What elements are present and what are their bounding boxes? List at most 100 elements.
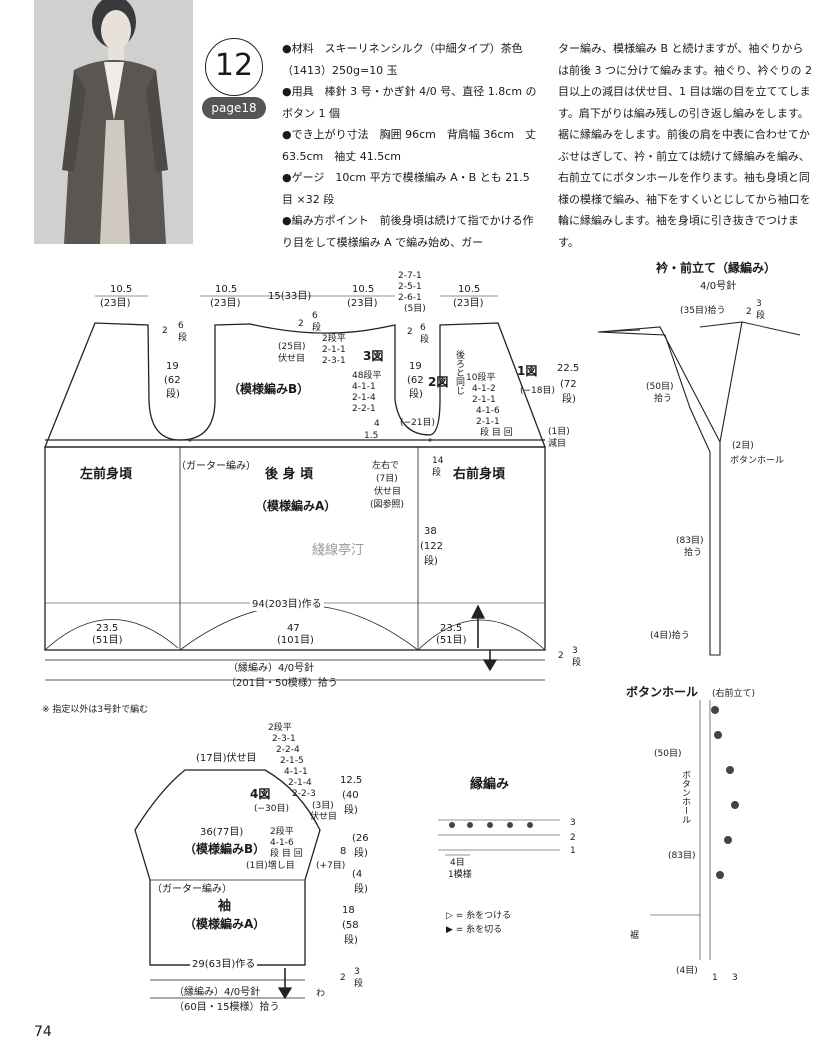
- bh-n4: 裾: [630, 931, 640, 941]
- sl-s5: (+7目): [316, 861, 346, 871]
- collar-n5: 拾う: [654, 394, 673, 404]
- sl-s2: 4-1-6: [270, 838, 294, 848]
- sl-h58-dan: 段): [344, 935, 358, 946]
- sleeve-width: 36(77目): [200, 827, 244, 838]
- gauge-line: ●ゲージ 10cm 平方で模様編み A・B とも 21.5 目 ×32 段: [282, 171, 530, 206]
- pattern-a-label: （模様編みA）: [255, 499, 337, 513]
- dim-top-5b: (23目): [453, 298, 484, 309]
- sl-c2: 2-3-1: [272, 734, 296, 744]
- sl-c5: 4-1-1: [284, 767, 308, 777]
- dim-top-1: 10.5: [110, 284, 133, 295]
- sl-h40: (40: [342, 790, 359, 801]
- arm-e1: 48段平: [352, 371, 382, 381]
- arm-f3: 2-1-1: [472, 395, 496, 405]
- collar-n4: (50目): [646, 382, 674, 392]
- sl-c1: 2段平: [268, 723, 292, 733]
- sleeve-title: 袖: [218, 899, 232, 914]
- num-dan-b: 段: [312, 323, 322, 333]
- collar-needle: 4/0号針: [700, 281, 737, 292]
- sl-h125: 12.5: [340, 775, 363, 786]
- sleeve-pattern-a: （模様編みA）: [184, 917, 266, 931]
- neck-d2: 2-1-1: [322, 345, 346, 355]
- num-6a: 6: [178, 321, 184, 331]
- collar-n6: (2目): [732, 441, 754, 451]
- one-st: (1目): [548, 427, 570, 437]
- bh-n6: 1: [712, 973, 718, 983]
- dim-top-4b: (23目): [347, 298, 378, 309]
- sl-h8: 8: [340, 846, 347, 857]
- cast-on-label: 94(203目)作る: [250, 598, 324, 611]
- edge-r2: 2: [570, 833, 576, 843]
- sl-h26-dan: 段): [354, 848, 368, 859]
- num-14-dan: 段: [432, 468, 442, 478]
- dec-2: 2-5-1: [398, 282, 422, 292]
- num-3-hem-dan: 段: [572, 658, 582, 668]
- collar-n7: ボタンホール: [730, 456, 785, 466]
- collar-title: 衿・前立て（縁編み）: [656, 261, 777, 275]
- sl-h4: (4: [352, 869, 363, 880]
- buttonhole-title: ボタンホール: [626, 685, 699, 699]
- lr-1: 左右で: [372, 461, 400, 471]
- neck-d3: 2-3-1: [322, 356, 346, 366]
- minus-21: (−21目): [400, 418, 436, 428]
- page-number: 74: [34, 1024, 52, 1040]
- arm-e2: 4-1-1: [352, 382, 376, 392]
- bottom-2: (51目): [92, 635, 123, 646]
- h22: 22.5: [557, 363, 580, 374]
- dec-4: (5目): [404, 304, 426, 314]
- edge-legend-1: ▷ = 糸をつける: [446, 911, 512, 921]
- arm-e3: 2-1-4: [352, 393, 376, 403]
- sl-s4: (1目)増し目: [246, 861, 295, 871]
- collar-n8: (83目): [676, 536, 704, 546]
- num-3-hem: 3: [572, 646, 578, 656]
- arm-f5: 2-1-1: [476, 417, 500, 427]
- materials-info: ●材料 スキーリネンシルク（中細タイプ）茶色（1413）250g=10 玉 ●用…: [282, 38, 544, 253]
- num-dan-c: 段: [420, 335, 430, 345]
- num-dan-a: 段: [178, 333, 188, 343]
- fig4-label: 4図: [250, 787, 271, 801]
- back-label: 後 身 頃: [265, 467, 314, 482]
- bottom-6: (51目): [436, 635, 467, 646]
- sl-c8: (3目): [312, 801, 334, 811]
- sl-h26: (26: [352, 833, 369, 844]
- sl-h3-dan: 段: [354, 979, 364, 989]
- sl-h18: 18: [342, 905, 355, 916]
- bh-n1: (50目): [654, 749, 682, 759]
- fig2-label: 2図: [428, 375, 449, 389]
- lr-3: 伏せ目: [374, 487, 402, 497]
- pattern-number: 12: [205, 38, 263, 96]
- h38: 38: [424, 526, 437, 537]
- model-figure: [34, 0, 193, 244]
- pattern-b-label: （模様編みB）: [228, 382, 310, 396]
- arm-f2: 4-1-2: [472, 384, 496, 394]
- watermark: 綫線亭汀: [312, 543, 365, 558]
- sl-c4: 2-1-5: [280, 756, 304, 766]
- h122: (122: [420, 541, 443, 552]
- collar-n2: 2: [746, 307, 752, 317]
- sleeve-cast: 29(63目)作る: [190, 958, 258, 971]
- tools-line: ●用具 棒針 3 号・かぎ針 4/0 号、直径 1.8cm のボタン 1 個: [282, 85, 537, 120]
- materials-line: ●材料 スキーリネンシルク（中細タイプ）茶色（1413）250g=10 玉: [282, 42, 523, 77]
- sl-c7: 2-2-3: [292, 789, 316, 799]
- num-2a: 2: [162, 326, 168, 336]
- num-1-5: 1.5: [364, 431, 379, 441]
- lr-2: (7目): [376, 474, 398, 484]
- sl-s1: 2段平: [270, 827, 294, 837]
- sl-c3: 2-2-4: [276, 745, 300, 755]
- bh-n3: (83目): [668, 851, 696, 861]
- minus-18: (−18目): [520, 386, 556, 396]
- edge-label: （縁編み）4/0号針: [228, 663, 315, 674]
- fig1-label: 1図: [517, 364, 538, 378]
- sl-wa: わ: [316, 989, 326, 999]
- edge-r1: 1: [570, 846, 576, 856]
- h72: (72: [560, 379, 577, 390]
- collar-n3-dan: 段: [756, 311, 766, 321]
- pickup-label: （201目・50模様）拾う: [226, 678, 338, 689]
- collar-n10: (4目)拾う: [650, 631, 690, 641]
- edge-title: 縁編み: [470, 777, 510, 792]
- garter-label: （ガーター編み）: [176, 461, 256, 472]
- num-2c: 2: [407, 327, 413, 337]
- sl-c9: 伏せ目: [310, 812, 338, 822]
- arm-f4: 4-1-6: [476, 406, 500, 416]
- right-front-label: 右前身頃: [453, 467, 506, 482]
